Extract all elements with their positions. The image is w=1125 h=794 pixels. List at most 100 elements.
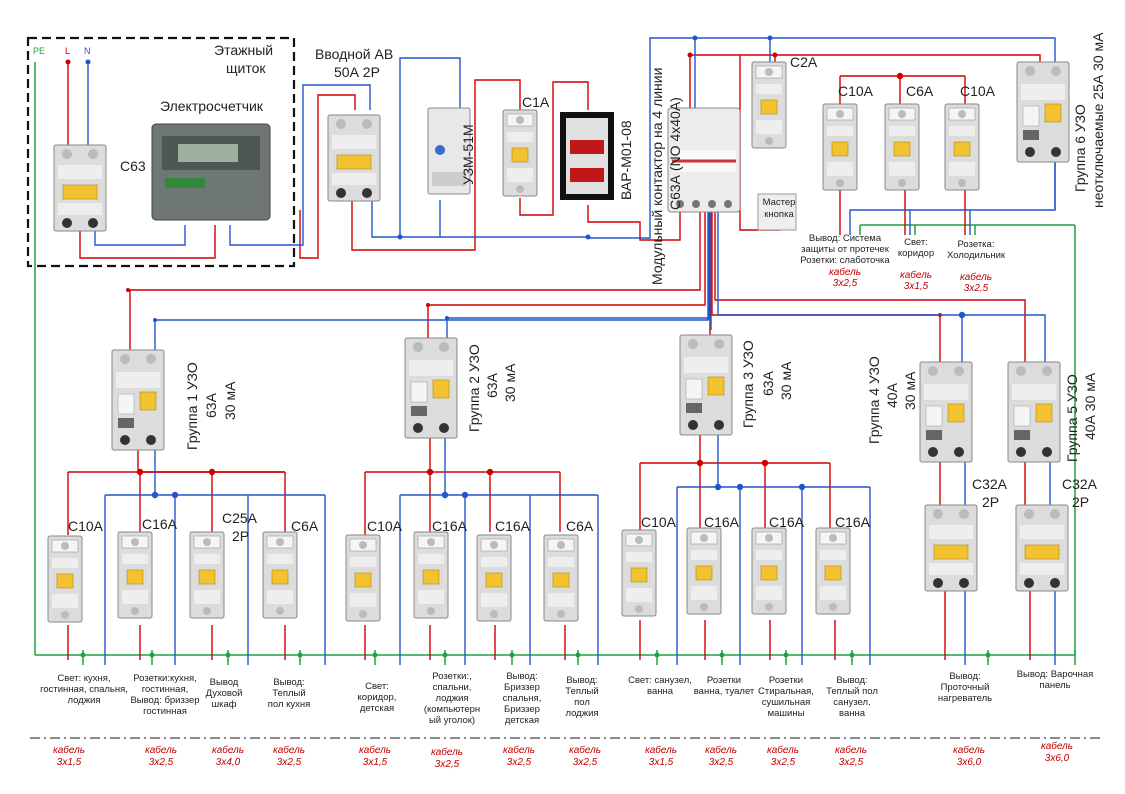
input-title-2: 50А 2Р bbox=[334, 64, 380, 80]
l-dots bbox=[65, 52, 942, 317]
group1-l1: Группа 1 УЗО bbox=[184, 362, 200, 450]
group4-l3: 30 мА bbox=[902, 371, 918, 410]
brk-label-7: С16А bbox=[495, 518, 531, 534]
brk-label-3: С25А bbox=[222, 510, 258, 526]
panel-title-2: щиток bbox=[226, 60, 266, 76]
meter-label: Электросчетчик bbox=[160, 98, 263, 114]
main-breaker-label: C63 bbox=[120, 158, 146, 174]
l-label: L bbox=[65, 46, 71, 56]
main-breaker bbox=[53, 144, 107, 232]
brk-label-2: С16А bbox=[142, 516, 178, 532]
group1-l2: 63А bbox=[203, 393, 219, 418]
brk-label-11: С16А bbox=[769, 514, 805, 530]
uzo-group-1 bbox=[111, 349, 165, 451]
top-breaker-label-2: С6А bbox=[906, 83, 934, 99]
contactor-label-1: Модульный контактор на 4 линии bbox=[649, 67, 665, 285]
group2-l2: 63А bbox=[484, 373, 500, 398]
breaker-b7 bbox=[476, 534, 512, 622]
pe-label: PE bbox=[33, 46, 46, 56]
n-dots bbox=[85, 35, 773, 322]
uzo-group-6 bbox=[1016, 61, 1070, 163]
breaker-b4 bbox=[262, 531, 298, 619]
brk-label-1: С10А bbox=[68, 518, 104, 534]
breaker-b12 bbox=[815, 527, 851, 615]
breaker-b10 bbox=[686, 527, 722, 615]
brk-label-3b: 2Р bbox=[232, 528, 250, 544]
top-breaker-2 bbox=[884, 103, 920, 191]
uzo-group-4 bbox=[919, 361, 973, 463]
out-1: Свет: кухня,гостинная, спальня,лоджия bbox=[40, 673, 128, 706]
brk-label-5: С10А bbox=[367, 518, 403, 534]
brk-label-4: С6А bbox=[291, 518, 319, 534]
breaker-b8 bbox=[543, 534, 579, 622]
brk-label-14b: 2Р bbox=[1072, 494, 1090, 510]
master-button-box bbox=[757, 193, 797, 231]
var-label: ВАР-М01-08 bbox=[618, 120, 634, 200]
uzm-relay bbox=[427, 107, 471, 195]
input-title-1: Вводной АВ bbox=[315, 46, 394, 62]
brk-label-8: С6А bbox=[566, 518, 594, 534]
c2a-breaker bbox=[751, 61, 787, 149]
brk-label-14: С32А bbox=[1062, 476, 1098, 492]
uzo-group-2 bbox=[404, 337, 458, 439]
group5-l2: 40А 30 мА bbox=[1082, 372, 1098, 440]
l-wires bbox=[67, 54, 1041, 660]
breaker-b11 bbox=[751, 527, 787, 615]
electricity-meter bbox=[151, 123, 271, 221]
brk-label-12: С16А bbox=[835, 514, 871, 530]
group3-l1: Группа 3 УЗО bbox=[740, 340, 756, 428]
breaker-b14 bbox=[1015, 504, 1069, 592]
breaker-b6 bbox=[413, 531, 449, 619]
uzo6-label-1: Группа 6 УЗО bbox=[1072, 104, 1088, 192]
top-breaker-3 bbox=[944, 103, 980, 191]
group3-l2: 63А bbox=[760, 371, 776, 396]
group2-l1: Группа 2 УЗО bbox=[466, 344, 482, 432]
panel-title-1: Этажный bbox=[214, 42, 274, 58]
uzo6-label-2: неотключаемые 25А 30 мА bbox=[1090, 32, 1106, 208]
uzm-label: УЗМ-51М bbox=[460, 124, 476, 185]
group4-l1: Группа 4 УЗО bbox=[866, 356, 882, 444]
breaker-b9 bbox=[621, 529, 657, 617]
uzo-group-5 bbox=[1007, 361, 1061, 463]
breaker-b2 bbox=[117, 531, 153, 619]
contactor-label-2: С63А (NO 4х40А) bbox=[667, 97, 683, 210]
master-button-label-1: Мастер bbox=[762, 197, 796, 208]
breaker-b5 bbox=[345, 534, 381, 622]
out-9: Свет: санузел,ванна bbox=[628, 675, 692, 697]
group1-l3: 30 мА bbox=[222, 381, 238, 420]
c2a-label: С2А bbox=[790, 54, 818, 70]
group3-l3: 30 мА bbox=[778, 361, 794, 400]
pe-dots bbox=[80, 652, 991, 658]
breaker-b3 bbox=[189, 531, 225, 619]
brk-label-13: С32А bbox=[972, 476, 1008, 492]
c1a-breaker bbox=[502, 109, 538, 197]
brk-label-13b: 2Р bbox=[982, 494, 1000, 510]
breaker-b1 bbox=[47, 535, 83, 623]
